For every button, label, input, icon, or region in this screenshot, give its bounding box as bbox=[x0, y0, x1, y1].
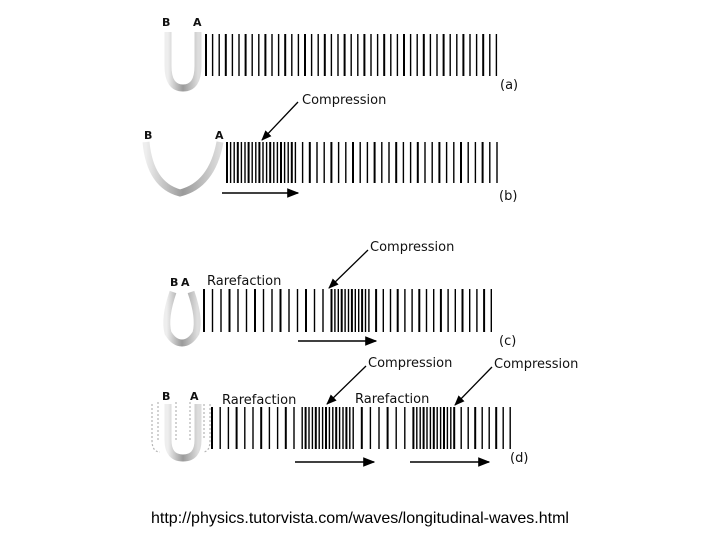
source-url: http://physics.tutorvista.com/waves/long… bbox=[0, 510, 720, 528]
fork-label-a: A bbox=[181, 276, 190, 289]
fork-label-b: B bbox=[162, 16, 170, 29]
annotation-compression: Compression bbox=[368, 356, 452, 371]
panel-label-c: (c) bbox=[499, 334, 516, 349]
annotation-rarefaction: Rarefaction bbox=[222, 393, 296, 408]
panel-d: B A Compression Compression Rarefaction … bbox=[152, 356, 578, 490]
annotation-pointer bbox=[455, 367, 492, 405]
wave-lines-b bbox=[227, 142, 497, 183]
fork-label-b: B bbox=[162, 390, 170, 403]
tuning-fork-a bbox=[168, 32, 198, 118]
panel-c: B A Compression Rarefaction (c) bbox=[167, 240, 517, 372]
annotation-compression: Compression bbox=[370, 240, 454, 255]
fork-label-a: A bbox=[193, 16, 202, 29]
fork-label-a: A bbox=[190, 390, 199, 403]
fork-label-b: B bbox=[144, 129, 152, 142]
panel-label-a: (a) bbox=[500, 78, 518, 93]
annotation-rarefaction: Rarefaction bbox=[355, 392, 429, 407]
annotation-rarefaction: Rarefaction bbox=[207, 274, 281, 289]
wave-lines-d bbox=[212, 407, 510, 449]
panel-label-b: (b) bbox=[499, 189, 517, 204]
panel-b: B A Compression (b) bbox=[144, 93, 517, 232]
tuning-fork-d bbox=[152, 402, 210, 490]
annotation-pointer bbox=[262, 102, 298, 140]
annotation-pointer bbox=[329, 250, 368, 288]
annotation-compression: Compression bbox=[302, 93, 386, 108]
tuning-fork-c bbox=[167, 292, 197, 372]
wave-lines-a bbox=[206, 34, 496, 76]
tuning-fork-b bbox=[146, 142, 220, 232]
annotation-compression: Compression bbox=[494, 357, 578, 372]
wave-lines-c bbox=[204, 289, 491, 332]
panel-label-d: (d) bbox=[510, 451, 528, 466]
fork-label-b: B bbox=[170, 276, 178, 289]
fork-label-a: A bbox=[215, 129, 224, 142]
